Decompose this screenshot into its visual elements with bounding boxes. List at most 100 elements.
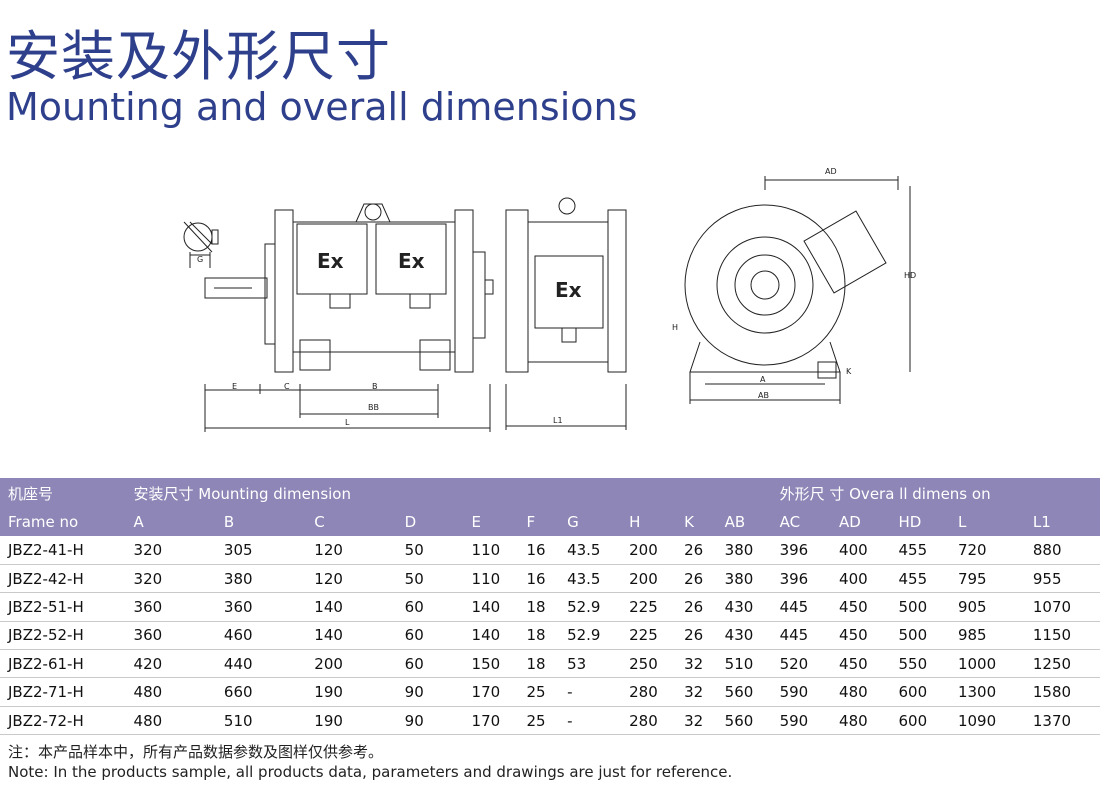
table-cell: 18: [518, 592, 560, 622]
col-d: D: [404, 513, 417, 531]
table-cell: 225: [621, 621, 677, 651]
table-cell: 320: [125, 564, 216, 594]
col-k: K: [684, 513, 694, 531]
table-cell: 450: [831, 621, 891, 651]
table-cell: 26: [676, 621, 717, 651]
col-a: A: [133, 513, 144, 531]
table-cell: 1070: [1024, 592, 1100, 622]
col-h: H: [629, 513, 641, 531]
table-cell: 90: [396, 677, 464, 707]
dimension-drawing: G Ex Ex: [0, 150, 1100, 440]
table-cell: 396: [771, 564, 832, 594]
label-a: A: [760, 375, 766, 384]
table-cell: -: [559, 677, 622, 707]
table-cell: 32: [676, 706, 717, 736]
table-cell: 190: [306, 706, 397, 736]
ex-mark-3: Ex: [555, 278, 582, 302]
table-cell: 430: [716, 621, 772, 651]
col-f: F: [526, 513, 536, 531]
table-cell: 250: [621, 649, 677, 679]
table-cell: 225: [621, 592, 677, 622]
col-ad: AD: [839, 513, 861, 531]
table-cell: 52.9: [559, 621, 622, 651]
table-cell: 590: [771, 706, 832, 736]
table-cell: 280: [621, 677, 677, 707]
frame-no-cell: JBZ2-52-H: [0, 621, 126, 651]
table-cell: 380: [215, 564, 307, 594]
label-l: L: [345, 418, 350, 427]
table-cell: 905: [949, 592, 1025, 622]
table-cell: 90: [396, 706, 464, 736]
table-cell: 110: [463, 536, 519, 565]
table-cell: 360: [215, 592, 307, 622]
table-cell: 795: [949, 564, 1025, 594]
table-cell: 440: [215, 649, 307, 679]
shaft-section-view: G: [183, 221, 219, 268]
frame-no-cell: JBZ2-51-H: [0, 592, 126, 622]
label-l1: L1: [553, 416, 563, 425]
table-cell: 170: [463, 677, 519, 707]
table-cell: 1300: [949, 677, 1025, 707]
table-cell: 600: [890, 706, 950, 736]
table-cell: 480: [125, 706, 216, 736]
page-title-cn: 安装及外形尺寸: [6, 25, 391, 88]
table-cell: 1090: [949, 706, 1025, 736]
col-ab: AB: [724, 513, 746, 531]
label-ab: AB: [758, 391, 769, 400]
table-cell: 50: [396, 536, 464, 565]
end-view: Ex L1: [505, 197, 627, 430]
table-cell: 560: [716, 706, 772, 736]
table-cell: 60: [396, 649, 464, 679]
front-view: AD HD H A AB K: [672, 167, 916, 404]
table-cell: 1250: [1024, 649, 1100, 679]
table-cell: 1150: [1024, 621, 1100, 651]
col-ac: AC: [779, 513, 801, 531]
group-mount: 安装尺寸 Mounting dimension: [133, 484, 351, 503]
table-cell: 120: [306, 564, 397, 594]
table-cell: 460: [215, 621, 307, 651]
label-hd: HD: [904, 271, 916, 280]
table-cell: 480: [831, 706, 891, 736]
table-cell: 445: [771, 592, 832, 622]
table-cell: 520: [771, 649, 832, 679]
table-cell: 720: [949, 536, 1025, 565]
note-cn: 注：本产品样本中，所有产品数据参数及图样仅供参考。: [8, 743, 384, 761]
col-l: L: [957, 513, 967, 531]
table-cell: 455: [890, 536, 950, 565]
table-cell: 43.5: [559, 564, 622, 594]
table-cell: 360: [125, 592, 216, 622]
page-title-en: Mounting and overall dimensions: [6, 85, 638, 129]
table-cell: 400: [831, 536, 891, 565]
table-cell: 380: [716, 564, 772, 594]
table-cell: 550: [890, 649, 950, 679]
dimension-table: 机座号 安装尺寸 Mounting dimension 外形尺 寸 Overa …: [0, 478, 1100, 736]
table-cell: 170: [463, 706, 519, 736]
table-cell: 480: [125, 677, 216, 707]
col-g: G: [567, 513, 579, 531]
group-overall: 外形尺 寸 Overa ll dimens on: [779, 484, 991, 503]
label-k: K: [846, 367, 852, 376]
table-cell: 500: [890, 621, 950, 651]
table-cell: 455: [890, 564, 950, 594]
col-hd: HD: [898, 513, 922, 531]
table-cell: 660: [215, 677, 307, 707]
table-cell: 25: [518, 706, 560, 736]
table-cell: 600: [890, 677, 950, 707]
table-cell: 320: [125, 536, 216, 565]
table-cell: 140: [306, 621, 397, 651]
table-cell: 140: [463, 592, 519, 622]
table-cell: 26: [676, 592, 717, 622]
frame-no-cell: JBZ2-41-H: [0, 536, 126, 565]
table-cell: 880: [1024, 536, 1100, 565]
table-cell: 110: [463, 564, 519, 594]
frame-no-cell: JBZ2-71-H: [0, 677, 126, 707]
table-cell: 18: [518, 649, 560, 679]
label-h: H: [672, 323, 678, 332]
col-l1: L1: [1032, 513, 1051, 531]
table-cell: 1000: [949, 649, 1025, 679]
table-cell: 380: [716, 536, 772, 565]
